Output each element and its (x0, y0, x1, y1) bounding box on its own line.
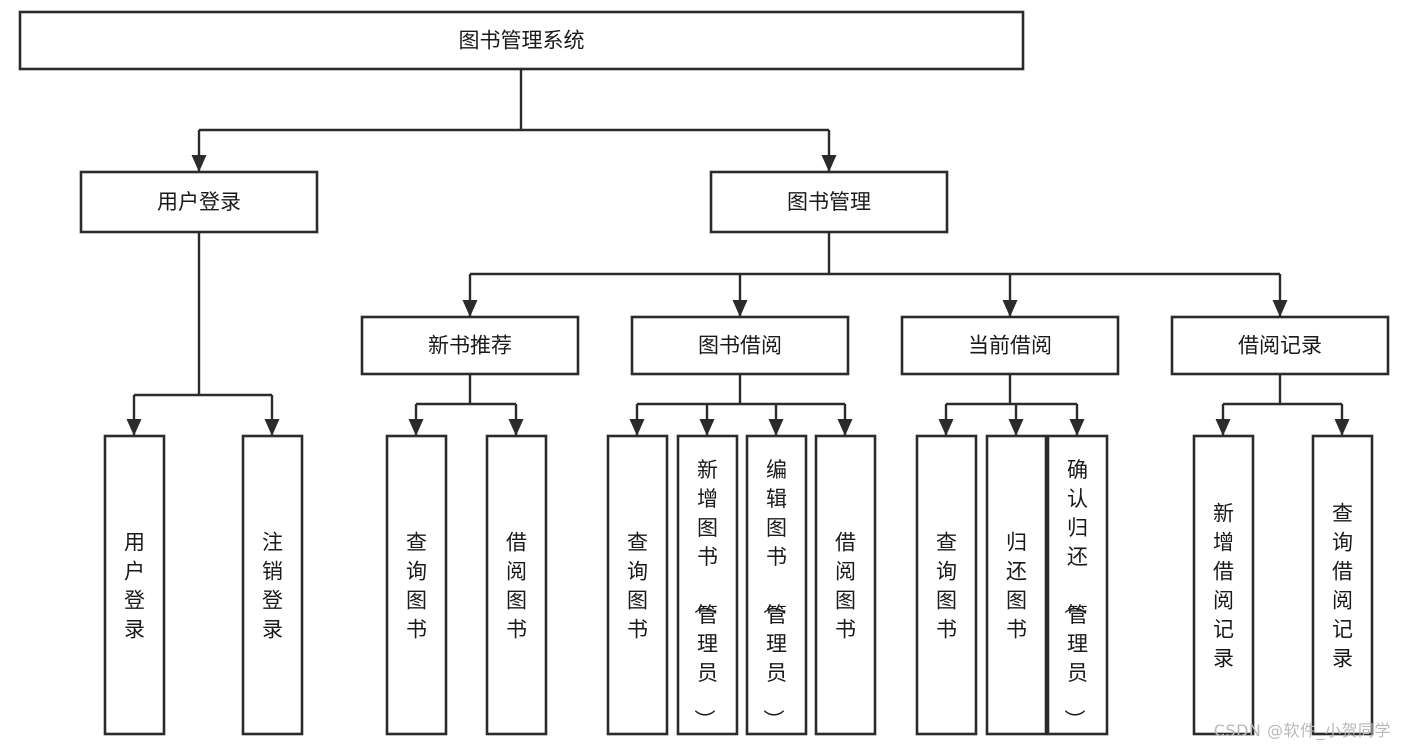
node-label: 借阅图书 (506, 531, 527, 642)
connector-group-record-to-leaves (1215, 374, 1350, 436)
node-l2-book[interactable]: 图书管理 (709, 170, 949, 234)
node-box[interactable] (900, 315, 1120, 376)
arrow-head-icon (699, 419, 715, 436)
node-label: 当前借阅 (968, 334, 1052, 358)
connector-group-login-to-leaves (126, 232, 280, 436)
node-box[interactable] (1192, 434, 1255, 736)
node-l3-current[interactable]: 当前借阅 (900, 315, 1120, 376)
arrow-head-icon (1008, 419, 1024, 436)
node-label: 查询图书 (627, 531, 648, 642)
node-box[interactable] (1311, 434, 1374, 736)
node-label: 用户登录 (157, 190, 241, 214)
arrow-head-icon (408, 419, 424, 436)
node-box[interactable] (79, 170, 319, 234)
node-label: 归还图书 (1006, 531, 1027, 642)
node-box[interactable] (814, 434, 877, 736)
arrow-head-icon (264, 419, 280, 436)
node-l4-bb-edit[interactable]: 编辑图书（管理员） (745, 434, 808, 736)
node-l4-bb-add[interactable]: 新增图书（管理员） (676, 434, 739, 736)
arrow-head-icon (837, 419, 853, 436)
node-box[interactable] (1046, 434, 1109, 736)
connectors-layer (126, 69, 1350, 436)
node-label: 借阅图书 (835, 531, 856, 642)
node-label: 新增借阅记录 (1213, 502, 1234, 671)
node-box[interactable] (985, 434, 1048, 736)
node-l4-user-logout[interactable]: 注销登录 (241, 434, 304, 736)
node-label: 查询借阅记录 (1332, 502, 1353, 671)
node-label: 确认归还（管理员） (1062, 458, 1088, 730)
node-box[interactable] (385, 434, 448, 736)
node-box[interactable] (745, 434, 808, 736)
nodes-layer: 图书管理系统用户登录图书管理新书推荐图书借阅当前借阅借阅记录用户登录注销登录查询… (18, 10, 1390, 736)
connector-group-root-to-level2 (191, 69, 837, 172)
arrow-head-icon (1334, 419, 1350, 436)
node-l3-borrow[interactable]: 图书借阅 (630, 315, 850, 376)
csdn-watermark: CSDN @软件_小贺同学 (1213, 721, 1391, 740)
node-l4-user-login[interactable]: 用户登录 (103, 434, 166, 736)
node-label: 借阅记录 (1238, 334, 1322, 358)
node-l3-new[interactable]: 新书推荐 (360, 315, 580, 376)
arrow-head-icon (821, 155, 837, 172)
node-label: 查询图书 (936, 531, 957, 642)
node-box[interactable] (1170, 315, 1390, 376)
node-box[interactable] (103, 434, 166, 736)
node-box[interactable] (241, 434, 304, 736)
connector-group-book-to-level3 (462, 232, 1288, 317)
node-box[interactable] (630, 315, 850, 376)
node-root[interactable]: 图书管理系统 (18, 10, 1025, 71)
node-label: 查询图书 (406, 531, 427, 642)
node-box[interactable] (606, 434, 669, 736)
node-l4-cur-confirm[interactable]: 确认归还（管理员） (1046, 434, 1109, 736)
node-l4-new-borrow[interactable]: 借阅图书 (485, 434, 548, 736)
node-box[interactable] (18, 10, 1025, 71)
connector-group-current-to-leaves (938, 374, 1085, 436)
arrow-head-icon (126, 419, 142, 436)
node-box[interactable] (360, 315, 580, 376)
node-label: 用户登录 (124, 531, 145, 642)
node-label: 新增图书（管理员） (692, 458, 718, 730)
node-l4-rec-query[interactable]: 查询借阅记录 (1311, 434, 1374, 736)
arrow-head-icon (629, 419, 645, 436)
node-box[interactable] (915, 434, 978, 736)
arrow-head-icon (1002, 300, 1018, 317)
connector-group-borrow-to-leaves (629, 374, 853, 436)
arrow-head-icon (768, 419, 784, 436)
node-l4-bb-query[interactable]: 查询图书 (606, 434, 669, 736)
node-label: 图书管理 (787, 190, 871, 214)
node-box[interactable] (485, 434, 548, 736)
node-l4-bb-borrow[interactable]: 借阅图书 (814, 434, 877, 736)
node-label: 图书管理系统 (459, 29, 585, 53)
node-label: 编辑图书（管理员） (761, 458, 787, 730)
arrow-head-icon (938, 419, 954, 436)
arrow-head-icon (1215, 419, 1231, 436)
node-box[interactable] (709, 170, 949, 234)
node-l4-cur-return[interactable]: 归还图书 (985, 434, 1048, 736)
connector-group-new-to-leaves (408, 374, 524, 436)
arrow-head-icon (732, 300, 748, 317)
node-l2-login[interactable]: 用户登录 (79, 170, 319, 234)
node-box[interactable] (676, 434, 739, 736)
arrow-head-icon (462, 300, 478, 317)
node-label: 注销登录 (262, 531, 283, 642)
node-l4-cur-query[interactable]: 查询图书 (915, 434, 978, 736)
arrow-head-icon (191, 155, 207, 172)
node-l4-rec-add[interactable]: 新增借阅记录 (1192, 434, 1255, 736)
arrow-head-icon (508, 419, 524, 436)
node-l4-new-query[interactable]: 查询图书 (385, 434, 448, 736)
node-label: 新书推荐 (428, 334, 512, 358)
node-label: 图书借阅 (698, 334, 782, 358)
node-l3-record[interactable]: 借阅记录 (1170, 315, 1390, 376)
arrow-head-icon (1069, 419, 1085, 436)
arrow-head-icon (1272, 300, 1288, 317)
